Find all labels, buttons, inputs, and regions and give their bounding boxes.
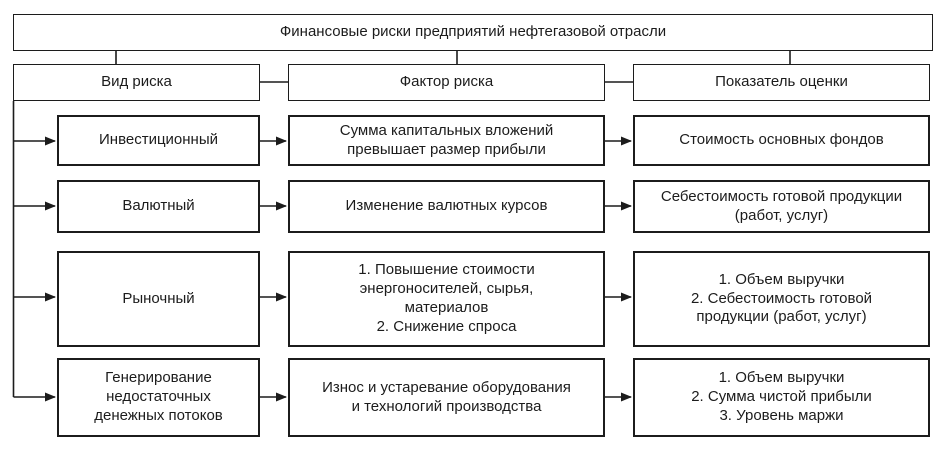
row2-indicator-box: Себестоимость готовой продукции (работ, … [633,180,930,233]
row2-risk-type-box: Валютный [57,180,260,233]
row3-risk-factor-box: 1. Повышение стоимости энергоносителей, … [288,251,605,347]
row4-risk-type-box: Генерирование недостаточных денежных пот… [57,358,260,437]
row3-indicator-box: 1. Объем выручки 2. Себестоимость готово… [633,251,930,347]
row1-indicator-box: Стоимость основных фондов [633,115,930,166]
row4-risk-factor-box: Износ и устаревание оборудования и техно… [288,358,605,437]
diagram-title: Финансовые риски предприятий нефтегазово… [13,14,933,51]
header-risk-factor: Фактор риска [288,64,605,101]
row4-indicator-box: 1. Объем выручки 2. Сумма чистой прибыли… [633,358,930,437]
row1-risk-factor-box: Сумма капитальных вложений превышает раз… [288,115,605,166]
row1-risk-type-box: Инвестиционный [57,115,260,166]
header-risk-type: Вид риска [13,64,260,101]
header-assessment-indicator: Показатель оценки [633,64,930,101]
row3-risk-type-box: Рыночный [57,251,260,347]
row2-risk-factor-box: Изменение валютных курсов [288,180,605,233]
